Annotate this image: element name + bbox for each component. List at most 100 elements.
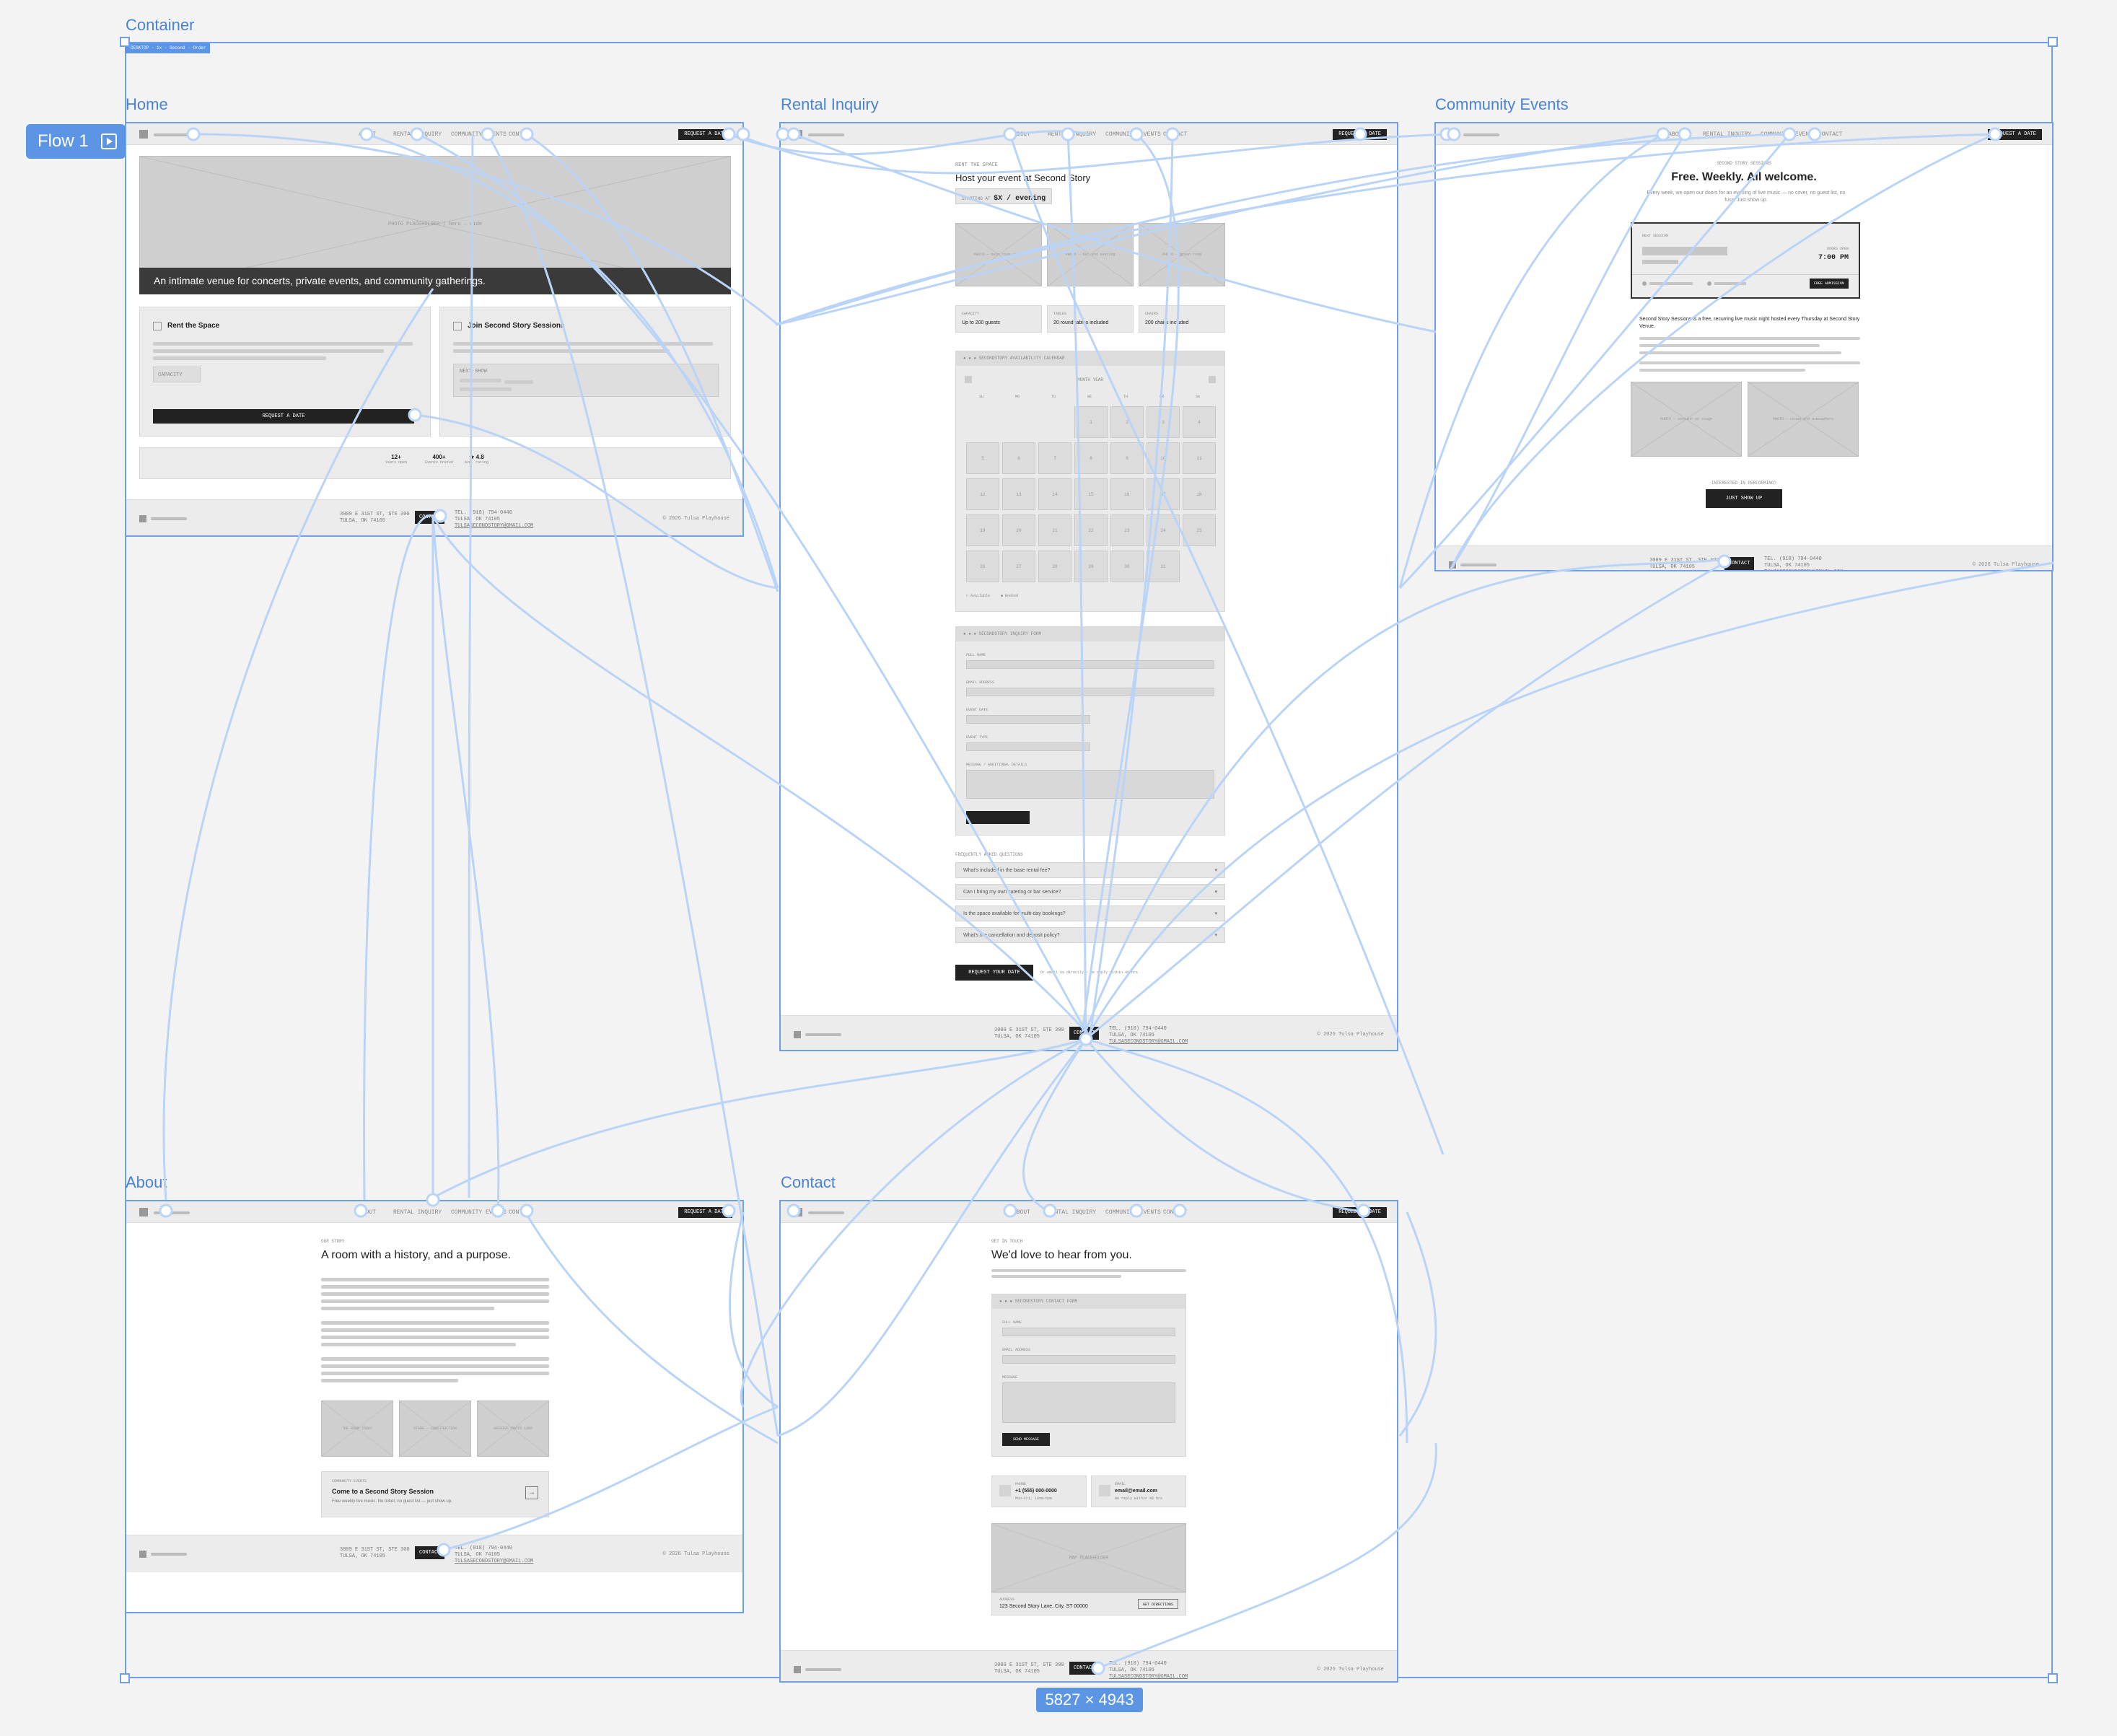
nav-link-community[interactable]: COMMUNITY EVENTS: [1761, 131, 1816, 138]
nav-link-community[interactable]: COMMUNITY EVENTS: [451, 1209, 507, 1216]
calendar-day[interactable]: 25: [1183, 514, 1216, 546]
message-textarea[interactable]: [966, 770, 1214, 799]
nav-cta-button[interactable]: REQUEST A DATE: [678, 129, 732, 140]
nav-link-contact[interactable]: CONTACT: [1163, 131, 1188, 138]
nav-cta-button[interactable]: REQUEST A DATE: [1333, 129, 1387, 140]
send-message-button[interactable]: SEND MESSAGE: [1002, 1433, 1050, 1446]
card-rent-space[interactable]: Rent the Space CAPACITY REQUEST A DATE: [139, 307, 431, 437]
arrow-right-icon[interactable]: →: [525, 1486, 538, 1499]
frame-label-about[interactable]: About: [126, 1173, 167, 1191]
nav-link-about[interactable]: ABOUT: [1013, 131, 1031, 138]
calendar-day[interactable]: 1: [1074, 406, 1108, 438]
contact-message-textarea[interactable]: [1002, 1382, 1175, 1423]
faq-item[interactable]: Can I bring my own catering or bar servi…: [955, 884, 1225, 900]
calendar-day[interactable]: 26: [966, 551, 999, 582]
calendar-day[interactable]: 31: [1147, 551, 1180, 582]
calendar-day[interactable]: 20: [1002, 514, 1035, 546]
frame-home[interactable]: ABOUT RENTAL INQUIRY COMMUNITY EVENTS CO…: [125, 122, 744, 537]
faq-item[interactable]: What's included in the base rental fee?▾: [955, 862, 1225, 878]
nav-link-about[interactable]: ABOUT: [359, 1209, 377, 1216]
footer-contact-button[interactable]: CONTACT: [1069, 1027, 1100, 1040]
resize-handle-br[interactable]: [2048, 1673, 2058, 1683]
calendar-day[interactable]: 24: [1147, 514, 1180, 546]
nav-link-about[interactable]: ABOUT: [1668, 131, 1686, 138]
frame-label-community[interactable]: Community Events: [1435, 95, 1569, 113]
resize-handle-tr[interactable]: [2048, 37, 2058, 47]
logo-icon[interactable]: [1449, 130, 1458, 139]
nav-cta-button[interactable]: REQUEST A DATE: [1333, 1207, 1387, 1218]
calendar-prev-icon[interactable]: [965, 376, 972, 383]
footer-contact-button[interactable]: CONTACT: [1069, 1662, 1100, 1675]
frame-label-home[interactable]: Home: [126, 95, 168, 113]
footer-logo-icon[interactable]: [794, 1666, 801, 1673]
request-date-button[interactable]: REQUEST A DATE: [153, 409, 414, 424]
resize-handle-bl[interactable]: [120, 1673, 130, 1683]
calendar-day[interactable]: 8: [1074, 442, 1108, 474]
frame-label-contact[interactable]: Contact: [781, 1173, 836, 1191]
just-show-up-button[interactable]: JUST SHOW UP: [1706, 489, 1782, 508]
calendar-day[interactable]: 2: [1110, 406, 1144, 438]
footer-contact-button[interactable]: CONTACT: [1724, 557, 1755, 570]
calendar-day[interactable]: 17: [1147, 478, 1180, 510]
footer-contact-button[interactable]: CONTACT: [415, 511, 445, 524]
logo-icon[interactable]: [794, 1208, 802, 1216]
frame-about[interactable]: ABOUT RENTAL INQUIRY COMMUNITY EVENTS CO…: [125, 1200, 744, 1613]
email-input[interactable]: [966, 688, 1214, 696]
get-directions-button[interactable]: GET DIRECTIONS: [1137, 1599, 1178, 1609]
flow-badge[interactable]: Flow 1: [26, 124, 126, 159]
map-placeholder[interactable]: MAP PLACEHOLDER: [991, 1523, 1186, 1592]
footer-logo-icon[interactable]: [139, 515, 146, 522]
calendar-day[interactable]: 3: [1147, 406, 1180, 438]
nav-link-rental[interactable]: RENTAL INQUIRY: [393, 1209, 442, 1216]
calendar-day[interactable]: 19: [966, 514, 999, 546]
calendar-day[interactable]: 15: [1074, 478, 1108, 510]
community-promo-card[interactable]: COMMUNITY EVENTS Come to a Second Story …: [321, 1471, 549, 1517]
nav-link-community[interactable]: COMMUNITY EVENTS: [451, 131, 507, 138]
calendar-day[interactable]: 28: [1038, 551, 1071, 582]
calendar-day[interactable]: 4: [1183, 406, 1216, 438]
nav-link-rental[interactable]: RENTAL INQUIRY: [1703, 131, 1752, 138]
calendar-day[interactable]: 21: [1038, 514, 1071, 546]
calendar-day[interactable]: 12: [966, 478, 999, 510]
calendar-day[interactable]: 7: [1038, 442, 1071, 474]
event-type-select[interactable]: [966, 742, 1090, 751]
nav-link-about[interactable]: ABOUT: [359, 131, 377, 138]
calendar-day[interactable]: 5: [966, 442, 999, 474]
nav-link-rental[interactable]: RENTAL INQUIRY: [1048, 1209, 1097, 1216]
card-join-sessions[interactable]: Join Second Story Sessions NEXT SHOW: [439, 307, 731, 437]
submit-inquiry-button[interactable]: [966, 811, 1030, 824]
footer-contact-button[interactable]: CONTACT: [415, 1546, 445, 1559]
nav-link-about[interactable]: ABOUT: [1013, 1209, 1031, 1216]
calendar-day[interactable]: 23: [1110, 514, 1144, 546]
frame-contact[interactable]: ABOUT RENTAL INQUIRY COMMUNITY EVENTS CO…: [779, 1200, 1398, 1683]
logo-icon[interactable]: [794, 130, 802, 139]
calendar-day[interactable]: 29: [1074, 551, 1108, 582]
event-date-input[interactable]: [966, 715, 1090, 724]
full-name-input[interactable]: [966, 660, 1214, 669]
nav-link-contact[interactable]: CONTACT: [509, 1209, 533, 1216]
frame-rental-inquiry[interactable]: ABOUT RENTAL INQUIRY COMMUNITY EVENTS CO…: [779, 122, 1398, 1051]
contact-name-input[interactable]: [1002, 1328, 1175, 1336]
resize-handle-tl[interactable]: [120, 37, 130, 47]
faq-item[interactable]: What's the cancellation and deposit poli…: [955, 927, 1225, 943]
nav-link-community[interactable]: COMMUNITY EVENTS: [1105, 1209, 1161, 1216]
calendar-day[interactable]: 16: [1110, 478, 1144, 510]
frame-label-rental[interactable]: Rental Inquiry: [781, 95, 879, 113]
calendar-day[interactable]: 13: [1002, 478, 1035, 510]
faq-item[interactable]: Is the space available for multi-day boo…: [955, 906, 1225, 921]
calendar-day[interactable]: 18: [1183, 478, 1216, 510]
calendar-next-icon[interactable]: [1209, 376, 1216, 383]
calendar-day[interactable]: 10: [1147, 442, 1180, 474]
frame-community-events[interactable]: ABOUT RENTAL INQUIRY COMMUNITY EVENTS CO…: [1434, 122, 2054, 571]
nav-link-rental[interactable]: RENTAL INQUIRY: [393, 131, 442, 138]
nav-link-contact[interactable]: CONTACT: [1818, 131, 1843, 138]
logo-icon[interactable]: [139, 130, 148, 139]
footer-logo-icon[interactable]: [794, 1031, 801, 1038]
footer-logo-icon[interactable]: [139, 1551, 146, 1558]
nav-cta-button[interactable]: REQUEST A DATE: [1988, 129, 2042, 140]
calendar-day[interactable]: 30: [1110, 551, 1144, 582]
calendar-day[interactable]: 22: [1074, 514, 1108, 546]
nav-link-contact[interactable]: CONTACT: [509, 131, 533, 138]
calendar-day[interactable]: 14: [1038, 478, 1071, 510]
calendar-day[interactable]: 27: [1002, 551, 1035, 582]
